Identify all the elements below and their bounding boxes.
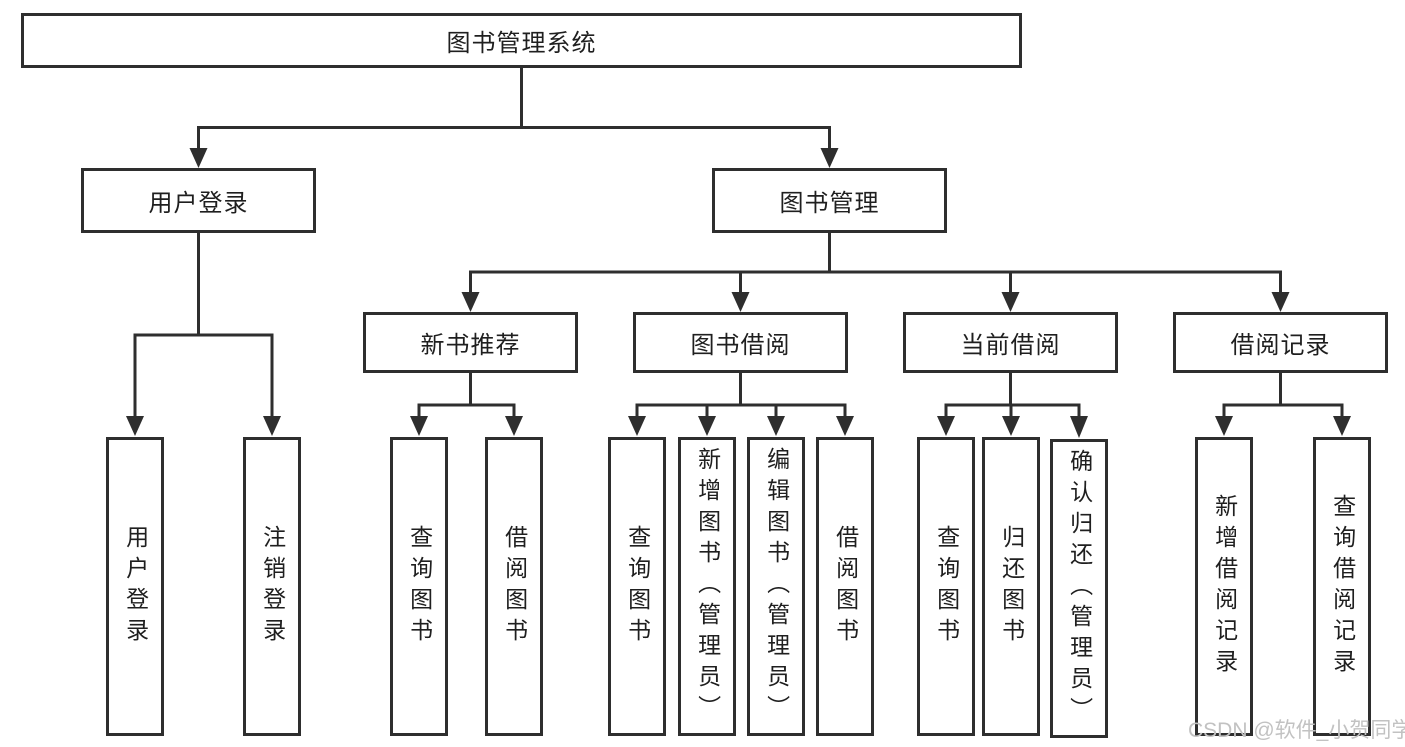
leaf-borrow-books: 借阅图书 xyxy=(816,437,874,736)
leaf-query-books: 查询图书 xyxy=(390,437,448,736)
leaf-edit-book-admin: 编辑图书（管理员） xyxy=(747,437,805,736)
node-current-borrowing: 当前借阅 xyxy=(903,312,1118,373)
leaf-label: 归还图书 xyxy=(998,524,1025,649)
node-book-borrowing: 图书借阅 xyxy=(633,312,848,373)
leaf-label: 用户登录 xyxy=(122,524,149,649)
node-label: 图书管理 xyxy=(779,190,880,217)
leaf-borrow-books: 借阅图书 xyxy=(485,437,543,736)
node-label: 图书借阅 xyxy=(690,332,791,359)
node-book-management: 图书管理 xyxy=(712,168,947,233)
leaf-query-books: 查询图书 xyxy=(917,437,975,736)
leaf-label: 注销登录 xyxy=(259,524,286,649)
leaf-query-borrow-record: 查询借阅记录 xyxy=(1313,437,1371,736)
node-label: 用户登录 xyxy=(148,190,249,217)
leaf-label: 查询图书 xyxy=(624,524,651,649)
leaf-label: 确认归还（管理员） xyxy=(1066,449,1093,728)
node-label: 当前借阅 xyxy=(960,332,1061,359)
node-library-management-system: 图书管理系统 xyxy=(21,13,1022,68)
csdn-watermark: CSDN @软件_小贺同学 xyxy=(1188,719,1405,742)
leaf-label: 查询图书 xyxy=(406,524,433,649)
leaf-logout: 注销登录 xyxy=(243,437,301,736)
node-label: 借阅记录 xyxy=(1230,332,1331,359)
node-borrowing-records: 借阅记录 xyxy=(1173,312,1388,373)
leaf-add-borrow-record: 新增借阅记录 xyxy=(1195,437,1253,736)
leaf-label: 查询图书 xyxy=(933,524,960,649)
node-label: 新书推荐 xyxy=(420,332,521,359)
leaf-confirm-return-admin: 确认归还（管理员） xyxy=(1050,439,1108,738)
leaf-user-login: 用户登录 xyxy=(106,437,164,736)
leaf-label: 编辑图书（管理员） xyxy=(763,447,790,726)
leaf-label: 借阅图书 xyxy=(501,524,528,649)
leaf-query-books: 查询图书 xyxy=(608,437,666,736)
leaf-label: 借阅图书 xyxy=(832,524,859,649)
leaf-label: 新增图书（管理员） xyxy=(694,447,721,726)
node-label: 图书管理系统 xyxy=(446,30,597,57)
leaf-label: 新增借阅记录 xyxy=(1211,493,1238,680)
arrowheads xyxy=(126,148,1351,438)
leaf-label: 查询借阅记录 xyxy=(1329,493,1356,680)
node-new-book-recommend: 新书推荐 xyxy=(363,312,578,373)
leaf-return-book: 归还图书 xyxy=(982,437,1040,736)
node-user-login: 用户登录 xyxy=(81,168,316,233)
leaf-add-book-admin: 新增图书（管理员） xyxy=(678,437,736,736)
